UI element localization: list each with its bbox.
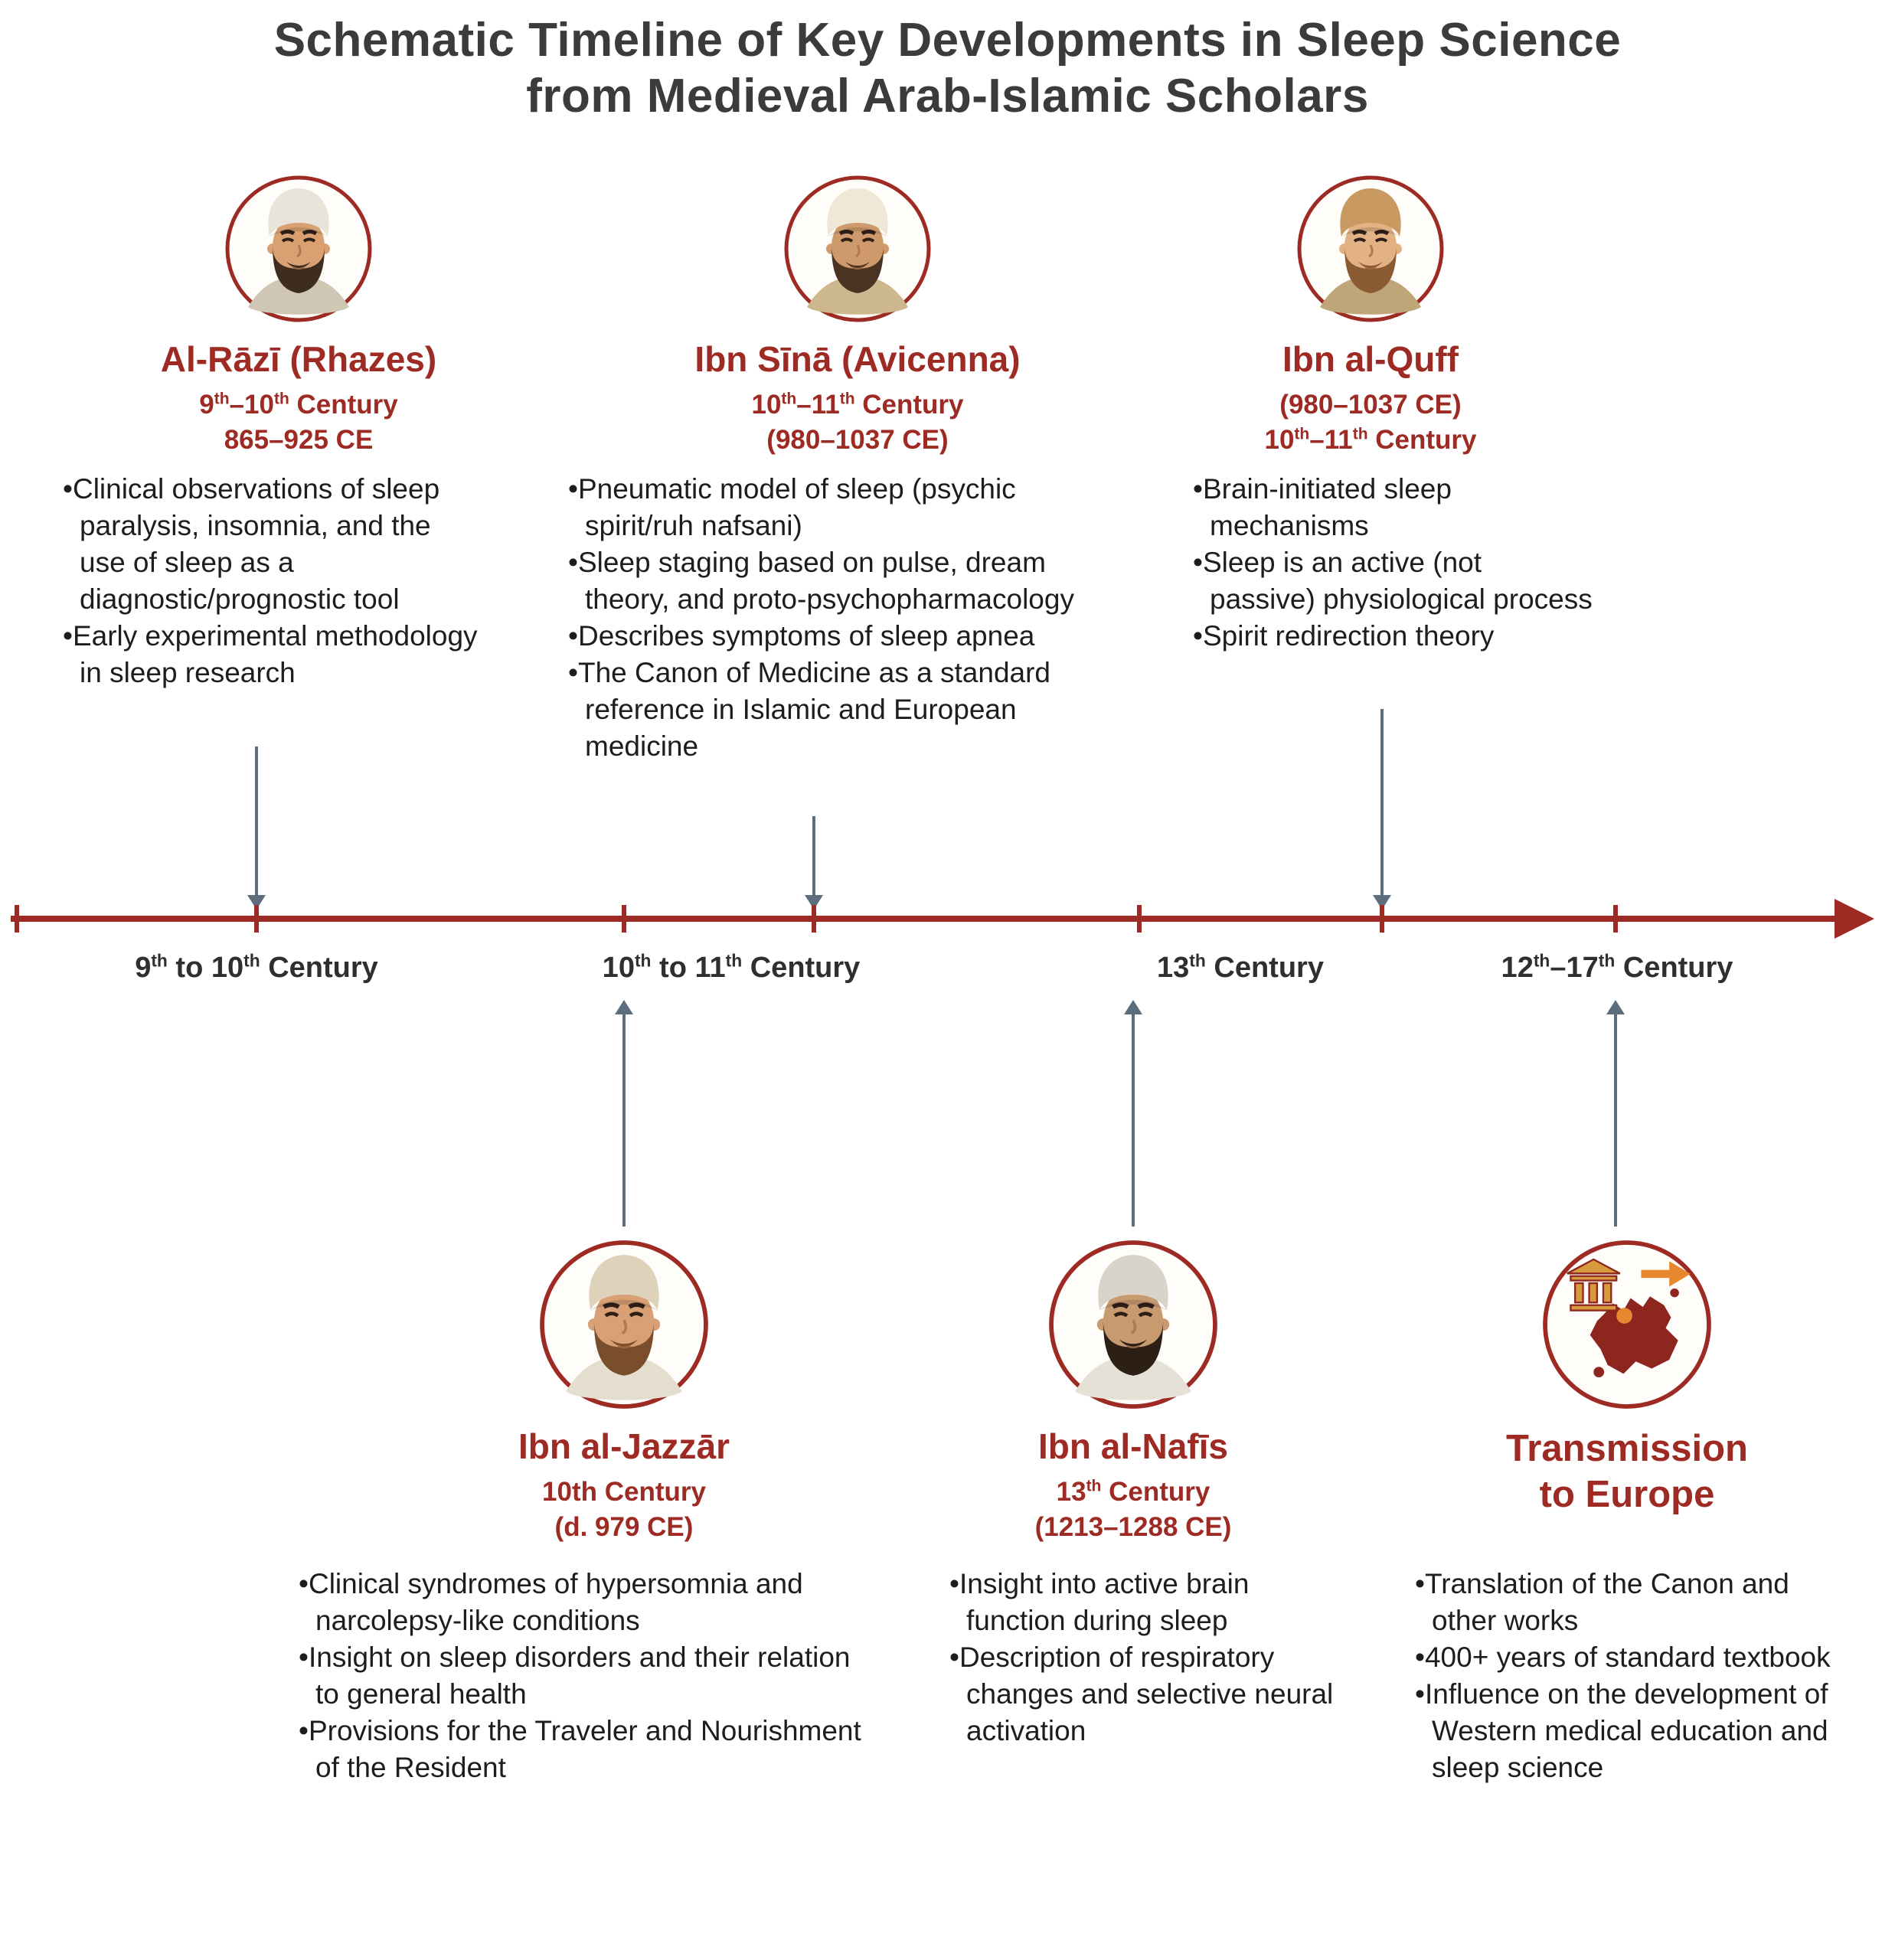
timeline-label-10-11: 10th to 11th Century bbox=[602, 950, 861, 984]
timeline-label-9-10: 9th to 10th Century bbox=[135, 950, 378, 984]
bullet-item: 400+ years of standard textbook bbox=[1415, 1639, 1844, 1676]
arrow-shaft bbox=[1132, 1012, 1135, 1227]
ibnalquff-portrait-icon bbox=[1294, 172, 1447, 325]
timeline-tick bbox=[1380, 905, 1384, 933]
scholar-dates-ibnalquff: (980–1037 CE) bbox=[1279, 389, 1462, 420]
transmission-bullets: Translation of the Canon and other works… bbox=[1415, 1566, 1844, 1786]
timeline-tick bbox=[254, 905, 259, 933]
europe-map-icon bbox=[1543, 1240, 1711, 1409]
timeline-tick bbox=[812, 905, 816, 933]
transmission-title: Transmission to Europe bbox=[1506, 1428, 1748, 1515]
scholar-period-alrazi: 9th–10th Century bbox=[199, 389, 398, 420]
bullet-item: Spirit redirection theory bbox=[1193, 618, 1595, 655]
ibnaljazzar-portrait-icon bbox=[536, 1236, 712, 1413]
ibnalnafis-portrait-icon bbox=[1045, 1236, 1221, 1413]
bullet-item: Influence on the development of Western … bbox=[1415, 1676, 1844, 1786]
scholar-period-ibnalquff: 10th–11th Century bbox=[1264, 424, 1477, 455]
bullet-item: The Canon of Medicine as a standard refe… bbox=[568, 655, 1086, 765]
scholar-name-ibnsina: Ibn Sīnā (Avicenna) bbox=[694, 339, 1021, 379]
bullet-item: Brain-initiated sleep mechanisms bbox=[1193, 471, 1595, 544]
bullet-item: Provisions for the Traveler and Nourishm… bbox=[299, 1713, 869, 1786]
arrow-shaft bbox=[1614, 1012, 1617, 1227]
arrow-shaft bbox=[622, 1012, 626, 1227]
arrow-head-down-icon bbox=[247, 895, 266, 910]
bullet-item: Insight on sleep disorders and their rel… bbox=[299, 1639, 869, 1713]
coin-icon bbox=[1616, 1308, 1632, 1324]
scholar-name-ibnaljazzar: Ibn al-Jazzār bbox=[518, 1426, 730, 1466]
bullet-item: Description of respiratory changes and s… bbox=[949, 1639, 1338, 1749]
ibnsina-portrait-icon bbox=[781, 172, 934, 325]
timeline-tick bbox=[15, 905, 19, 933]
bullet-item: Clinical observations of sleep paralysis… bbox=[63, 471, 480, 618]
transfer-arrow-icon bbox=[1641, 1261, 1691, 1287]
arrow-head-down-icon bbox=[1373, 895, 1391, 910]
scholar-period-ibnalnafis: 13th Century bbox=[1056, 1476, 1211, 1507]
timeline-tick bbox=[622, 905, 626, 933]
arrow-head-down-icon bbox=[805, 895, 823, 910]
scholar-card-ibnalnafis: Ibn al-Nafīs 13th Century (1213–1288 CE) bbox=[934, 1236, 1332, 1544]
scholar-card-ibnsina: Ibn Sīnā (Avicenna) 10th–11th Century (9… bbox=[658, 172, 1057, 456]
arrow-shaft bbox=[812, 816, 815, 897]
timeline-tick bbox=[1137, 905, 1142, 933]
ibnalquff-bullets: Brain-initiated sleep mechanisms Sleep i… bbox=[1193, 471, 1595, 655]
scholar-card-ibnalquff: Ibn al-Quff (980–1037 CE) 10th–11th Cent… bbox=[1171, 172, 1570, 456]
scholar-card-ibnaljazzar: Ibn al-Jazzār 10th Century (d. 979 CE) bbox=[425, 1236, 823, 1544]
alrazi-portrait-icon bbox=[222, 172, 375, 325]
arrow-shaft bbox=[1380, 709, 1384, 897]
transmission-card: Transmission to Europe bbox=[1455, 1236, 1799, 1518]
bullet-item: Clinical syndromes of hypersomnia and na… bbox=[299, 1566, 869, 1639]
bank-building-icon bbox=[1567, 1258, 1621, 1312]
ibnsina-bullets: Pneumatic model of sleep (psychic spirit… bbox=[568, 471, 1086, 765]
scholar-name-ibnalnafis: Ibn al-Nafīs bbox=[1038, 1426, 1228, 1466]
bullet-item: Translation of the Canon and other works bbox=[1415, 1566, 1844, 1639]
scholar-period-ibnsina: 10th–11th Century bbox=[751, 389, 964, 420]
scholar-dates-ibnalnafis: (1213–1288 CE) bbox=[1034, 1511, 1232, 1542]
timeline-arrowhead-icon bbox=[1835, 899, 1874, 939]
arrow-shaft bbox=[255, 746, 258, 897]
arrow-head-up-icon bbox=[1124, 1000, 1142, 1014]
ibnaljazzar-bullets: Clinical syndromes of hypersomnia and na… bbox=[299, 1566, 869, 1786]
scholar-dates-ibnsina: (980–1037 CE) bbox=[766, 424, 949, 455]
bullet-item: Describes symptoms of sleep apnea bbox=[568, 618, 1086, 655]
timeline-axis bbox=[11, 916, 1838, 922]
scholar-name-alrazi: Al-Rāzī (Rhazes) bbox=[160, 339, 437, 379]
timeline-label-12-17: 12th–17th Century bbox=[1501, 950, 1733, 984]
bullet-item: Pneumatic model of sleep (psychic spirit… bbox=[568, 471, 1086, 544]
arrow-head-up-icon bbox=[1606, 1000, 1625, 1014]
scholar-period-ibnaljazzar: 10th Century bbox=[542, 1476, 706, 1507]
ibnalnafis-bullets: Insight into active brain function durin… bbox=[949, 1566, 1338, 1749]
bullet-item: Insight into active brain function durin… bbox=[949, 1566, 1338, 1639]
timeline-tick bbox=[1613, 905, 1618, 933]
figure-title: Schematic Timeline of Key Developments i… bbox=[273, 14, 1622, 123]
scholar-dates-ibnaljazzar: (d. 979 CE) bbox=[554, 1511, 694, 1542]
bullet-item: Early experimental methodology in sleep … bbox=[63, 618, 480, 691]
scholar-card-alrazi: Al-Rāzī (Rhazes) 9th–10th Century 865–92… bbox=[100, 172, 498, 456]
arrow-head-up-icon bbox=[615, 1000, 633, 1014]
scholar-name-ibnalquff: Ibn al-Quff bbox=[1282, 339, 1459, 379]
timeline-label-13: 13th Century bbox=[1157, 950, 1324, 984]
bullet-item: Sleep is an active (not passive) physiol… bbox=[1193, 544, 1595, 618]
bullet-item: Sleep staging based on pulse, dream theo… bbox=[568, 544, 1086, 618]
scholar-dates-alrazi: 865–925 CE bbox=[224, 424, 374, 455]
alrazi-bullets: Clinical observations of sleep paralysis… bbox=[63, 471, 480, 691]
